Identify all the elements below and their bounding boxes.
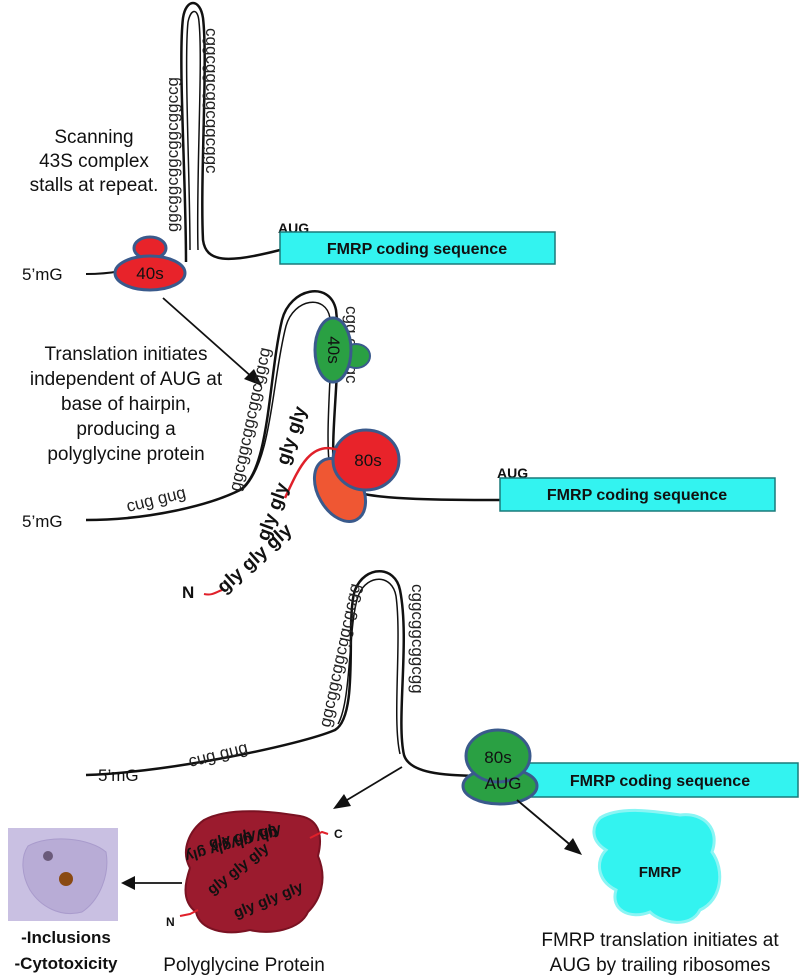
- five-prime-cap: 5’mG: [98, 766, 139, 785]
- fmrp-caption-line-1: FMRP translation initiates at: [541, 930, 779, 951]
- inclusion-body: [59, 872, 73, 886]
- n-tail: [179, 909, 199, 917]
- c-tail: [309, 830, 329, 839]
- caption-line-3: base of hairpin,: [61, 394, 191, 415]
- cell-nucleolus: [43, 851, 53, 861]
- caption-line-3: stalls at repeat.: [30, 175, 159, 196]
- arrow-head-cell: [121, 876, 135, 890]
- ribosome-80s: [331, 428, 401, 492]
- fmrp-coding-box: [499, 477, 776, 512]
- hairpin-left-sequence: ggcggcggcggcggccg: [163, 77, 182, 232]
- fmrp-label: FMRP: [639, 864, 682, 881]
- polyglycine-caption: Polyglycine Protein: [163, 955, 325, 976]
- ribosome-40s: [313, 316, 353, 384]
- ribosome-80s-label: 80s: [354, 451, 381, 470]
- hairpin-right-sequence: cggcggcggcgg: [408, 584, 427, 694]
- coding-sequence-label: FMRP coding sequence: [570, 773, 750, 790]
- five-prime-cap: 5’mG: [22, 512, 63, 531]
- n-tail: [203, 589, 223, 596]
- ribosome-40s-label: 40s: [136, 264, 163, 283]
- arrow-head-poly: [333, 794, 351, 809]
- n-terminus: N: [182, 583, 194, 602]
- ribosome-80s: [464, 728, 532, 784]
- arrow-head-fmrp: [564, 838, 582, 855]
- hairpin-inner: [337, 578, 401, 755]
- caption-line-1: Scanning: [54, 127, 133, 148]
- caption-line-2: independent of AUG at: [30, 369, 223, 390]
- ribosome-40s: [113, 254, 187, 292]
- arrow-head: [244, 369, 262, 386]
- c-terminus: C: [334, 827, 343, 841]
- n-terminus: N: [166, 915, 175, 929]
- hairpin-inner: [243, 301, 332, 489]
- cug-gug-sequence: cug gug: [186, 738, 249, 771]
- nascent-peptide: [283, 446, 339, 499]
- fmrp-coding-box: [519, 762, 799, 798]
- ribosome-40s-label: 40s: [324, 336, 343, 363]
- hairpin-stem: [180, 1, 281, 263]
- hairpin-inner: [185, 10, 201, 251]
- panel-1: 5’mG 40s ggcggcggcggcggccg cggcggcggcggc…: [22, 1, 556, 386]
- aug-label: AUG: [497, 465, 528, 481]
- fmrp-protein: [592, 808, 722, 924]
- five-prime-cap: 5’mG: [22, 265, 63, 284]
- fmrp-caption-line-2: AUG by trailing ribosomes: [550, 955, 771, 976]
- coding-sequence-label: FMRP coding sequence: [547, 487, 727, 504]
- outcome-inclusions: -Inclusions: [21, 928, 111, 947]
- polyglycine-protein: [184, 810, 324, 934]
- caption-line-4: producing a: [76, 419, 176, 440]
- panel-2: Translation initiates independent of AUG…: [22, 290, 776, 602]
- hairpin-right-sequence: cggcggcggcggcggc: [202, 28, 221, 174]
- fmrp-coding-box: [279, 231, 556, 265]
- caption-line-1: Translation initiates: [45, 344, 208, 365]
- ribosome-aug-label: AUG: [485, 774, 522, 793]
- hairpin-left-sequence: ggcggcggcggcgcgg: [315, 582, 364, 729]
- ribosome-80s-label: 80s: [484, 748, 511, 767]
- coding-sequence-label: FMRP coding sequence: [327, 241, 507, 258]
- arrow-line-poly: [341, 766, 403, 804]
- caption-line-2: 43S complex: [39, 151, 149, 172]
- mrna-strand: [85, 570, 479, 778]
- arrow-line: [162, 297, 254, 379]
- outcome-cytotoxicity: -Cytotoxicity: [15, 954, 119, 973]
- arrow-line-fmrp: [516, 799, 575, 849]
- gly-near-text: gly gly: [273, 403, 312, 467]
- panel-3: 5’mG cug gug ggcggcggcggcgcgg cggcggcggc…: [8, 570, 799, 976]
- caption-line-5: polyglycine protein: [47, 444, 204, 465]
